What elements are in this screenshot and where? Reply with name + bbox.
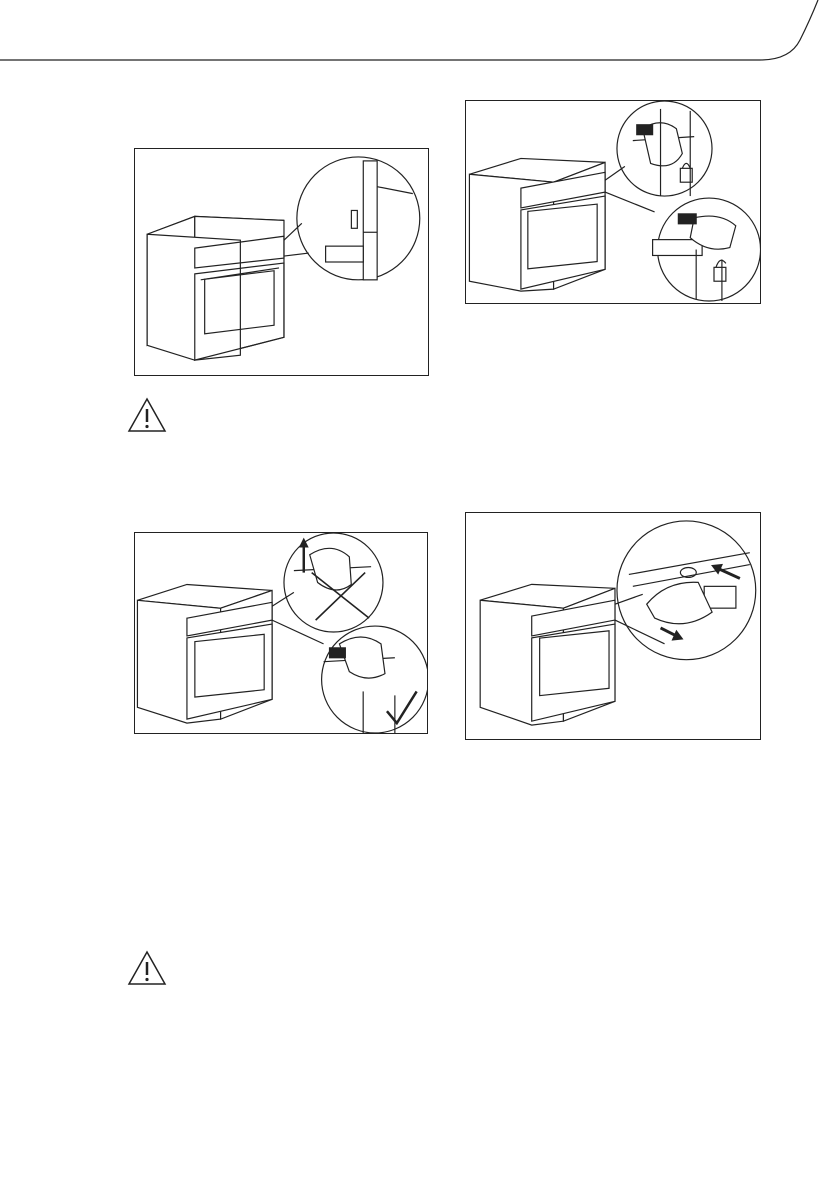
oven-icon bbox=[480, 584, 664, 725]
warning-triangle-icon bbox=[127, 397, 167, 433]
oven-icon bbox=[137, 584, 323, 723]
bracket-icon bbox=[363, 161, 377, 280]
page-cut-line bbox=[0, 0, 839, 80]
figure-oven-push-in bbox=[465, 512, 761, 740]
warning-triangle-icon bbox=[127, 950, 167, 986]
hand-icon bbox=[647, 582, 712, 624]
figure-oven-wrong-right-grip bbox=[134, 532, 428, 734]
figure-oven-lock-unlock bbox=[465, 100, 761, 304]
hand-icon bbox=[339, 637, 385, 678]
oven-icon bbox=[147, 216, 284, 360]
figure-oven-detail-bracket bbox=[134, 148, 429, 376]
hand-icon bbox=[310, 548, 352, 590]
arrow-icon bbox=[718, 569, 740, 579]
unlock-icon bbox=[714, 267, 726, 281]
